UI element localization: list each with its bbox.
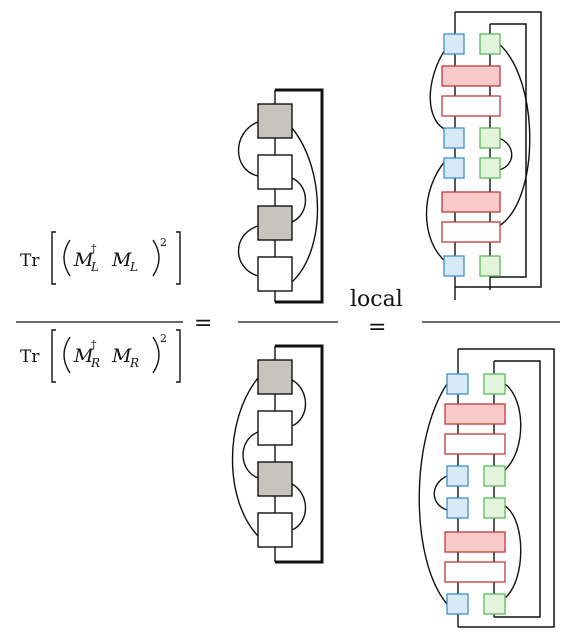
gray-tensor bbox=[257, 359, 293, 395]
contraction-arc bbox=[504, 383, 522, 471]
left-paren bbox=[63, 336, 71, 374]
empty-gate bbox=[441, 95, 501, 117]
trace-loop-line bbox=[275, 344, 324, 564]
green-site-node bbox=[483, 497, 506, 519]
white-tensor bbox=[257, 154, 293, 190]
green-site-node bbox=[479, 127, 501, 149]
exponent-two: 2 bbox=[160, 236, 167, 249]
purity-ratio-fraction: Tr M † L M L 2 Tr M † R M R 2 bbox=[16, 231, 183, 383]
contraction-arc bbox=[291, 483, 307, 531]
empty-gate bbox=[441, 221, 501, 243]
white-tensor bbox=[257, 256, 293, 292]
subscript-left: R bbox=[90, 356, 100, 370]
denominator-local-circuit bbox=[418, 348, 555, 628]
outer-trace-frame bbox=[458, 348, 555, 628]
filled-gate bbox=[444, 403, 506, 425]
right-square-bracket bbox=[176, 329, 181, 383]
operator-symbol: M bbox=[111, 345, 132, 367]
contraction-arc bbox=[498, 43, 531, 227]
denominator-tensor-chain bbox=[231, 344, 324, 564]
contraction-arc bbox=[425, 159, 447, 263]
filled-gate bbox=[444, 531, 506, 553]
green-site-node bbox=[479, 255, 501, 277]
dagger-symbol: † bbox=[91, 338, 97, 351]
contraction-arc bbox=[237, 121, 259, 177]
local-label: local bbox=[350, 287, 403, 312]
blue-site-node bbox=[443, 255, 465, 277]
subscript-right: L bbox=[129, 260, 138, 274]
green-site-node bbox=[483, 593, 506, 615]
trace-label: Tr bbox=[20, 347, 40, 367]
blue-site-node bbox=[446, 593, 469, 615]
right-paren bbox=[152, 239, 160, 277]
right-square-bracket bbox=[176, 231, 181, 285]
contraction-arc bbox=[291, 177, 307, 223]
denominator-trace-expression: Tr M † R M R 2 bbox=[20, 329, 181, 383]
dagger-symbol: † bbox=[91, 242, 97, 255]
equals-sign-2: = bbox=[368, 315, 386, 340]
empty-gate bbox=[444, 433, 506, 455]
white-tensor bbox=[257, 512, 293, 548]
operator-symbol: M bbox=[111, 249, 132, 271]
contraction-arc bbox=[237, 225, 259, 277]
green-site-node bbox=[483, 373, 506, 395]
blue-site-node bbox=[443, 33, 465, 55]
contraction-arc bbox=[242, 431, 259, 479]
operator-symbol: M bbox=[73, 249, 94, 271]
numerator-tensor-chain bbox=[237, 88, 324, 304]
inner-trace-frame bbox=[490, 23, 527, 278]
green-site-node bbox=[479, 33, 501, 55]
contraction-arc bbox=[418, 383, 448, 605]
gray-tensor bbox=[257, 461, 293, 497]
green-site-node bbox=[483, 465, 506, 487]
green-site-node bbox=[479, 157, 501, 179]
left-square-bracket bbox=[51, 231, 56, 285]
contraction-arc bbox=[433, 475, 448, 511]
filled-gate bbox=[441, 65, 501, 87]
contraction-arc bbox=[291, 127, 319, 283]
exponent-two: 2 bbox=[160, 332, 167, 345]
blue-site-node bbox=[446, 373, 469, 395]
white-tensor bbox=[257, 410, 293, 446]
empty-gate bbox=[444, 561, 506, 583]
numerator-trace-expression: Tr M † L M L 2 bbox=[20, 231, 181, 285]
blue-site-node bbox=[443, 127, 465, 149]
left-square-bracket bbox=[51, 329, 56, 383]
gray-tensor bbox=[257, 205, 293, 241]
trace-loop-line bbox=[275, 88, 324, 304]
left-paren bbox=[63, 239, 71, 277]
contraction-arc bbox=[429, 47, 447, 131]
contraction-arc bbox=[504, 505, 522, 599]
equals-sign-1: = bbox=[194, 311, 212, 336]
subscript-left: L bbox=[90, 260, 99, 274]
outer-trace-frame bbox=[455, 11, 542, 288]
inner-trace-frame bbox=[494, 360, 541, 618]
blue-site-node bbox=[443, 157, 465, 179]
blue-site-node bbox=[446, 465, 469, 487]
trace-label: Tr bbox=[20, 251, 40, 271]
contraction-arc bbox=[231, 377, 259, 537]
operator-symbol: M bbox=[73, 345, 94, 367]
numerator-local-circuit bbox=[425, 11, 542, 300]
blue-site-node bbox=[446, 497, 469, 519]
subscript-right: R bbox=[129, 356, 139, 370]
filled-gate bbox=[441, 191, 501, 213]
contraction-arc bbox=[498, 137, 513, 171]
gray-tensor bbox=[257, 103, 293, 139]
contraction-arc bbox=[291, 379, 307, 427]
right-paren bbox=[152, 336, 160, 374]
